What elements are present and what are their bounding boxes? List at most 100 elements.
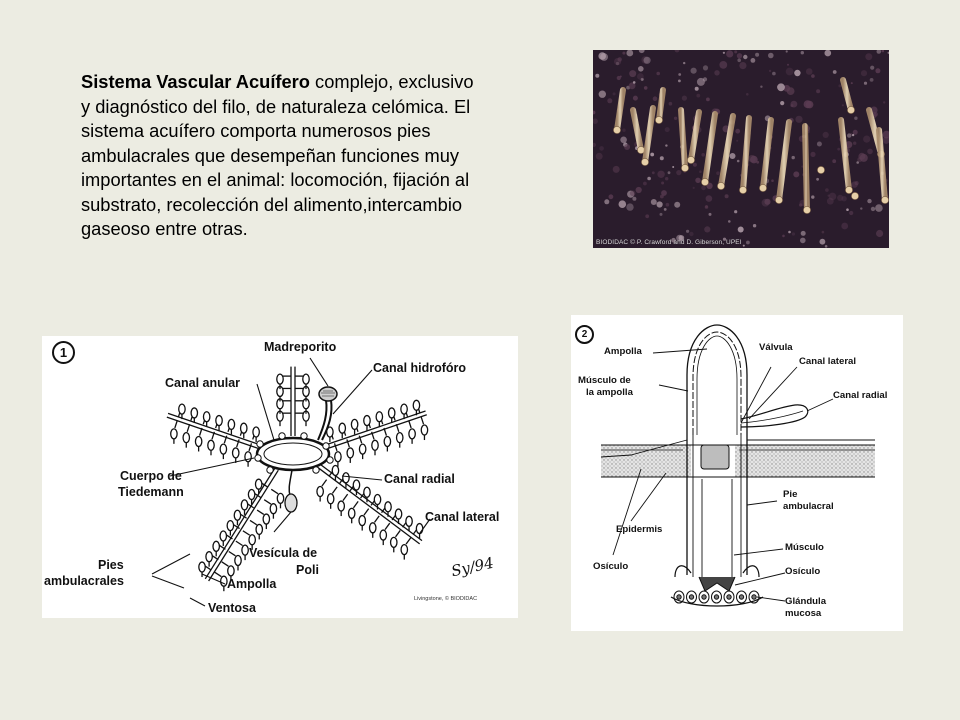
ampulla-shape xyxy=(228,419,234,429)
photo-speckle xyxy=(709,213,712,216)
photo-speckle xyxy=(595,74,599,78)
photo-speckle xyxy=(787,87,795,95)
ampulla-shape xyxy=(380,530,386,540)
ampulla-shape xyxy=(241,500,247,510)
ring-canal-inner xyxy=(264,443,322,465)
photo-speckle xyxy=(875,68,880,73)
photo-speckle xyxy=(665,144,667,146)
photo-speckle xyxy=(604,199,609,204)
mucous-gland-core xyxy=(727,595,731,599)
photo-speckle xyxy=(734,210,737,213)
photo-speckle xyxy=(738,227,744,233)
photo-speckle xyxy=(689,232,693,236)
label-musculo-de: Músculo de xyxy=(578,376,631,386)
lateral-canal-line xyxy=(364,509,369,515)
tiedemann-body xyxy=(257,441,263,447)
description-title: Sistema Vascular Acuífero xyxy=(81,71,310,92)
photo-speckle xyxy=(825,188,829,192)
photo-speckle xyxy=(697,78,705,86)
photo-speckle xyxy=(849,211,853,215)
photo-speckle xyxy=(737,160,740,163)
photo-speckle xyxy=(764,199,770,205)
label-glandula: Glándula xyxy=(785,597,826,607)
ampulla-shape xyxy=(270,504,276,514)
ampulla-shape xyxy=(401,545,407,555)
diagram-2-tube-foot-section: 2 Ampolla Músculo de la ampolla Válvula … xyxy=(571,315,903,631)
photo-speckle xyxy=(678,80,681,83)
photo-speckle xyxy=(751,58,756,63)
label-pies: Pies xyxy=(98,559,124,572)
photo-speckle xyxy=(650,153,654,157)
photo-speckle xyxy=(661,190,667,196)
ampulla-shape xyxy=(199,562,205,572)
lateral-canal-line xyxy=(249,443,251,451)
ampulla-shape xyxy=(277,374,283,384)
photo-speckle xyxy=(793,171,799,177)
ampulla-shape xyxy=(343,473,349,483)
photo-speckle xyxy=(842,104,844,106)
lateral-canal-line xyxy=(175,420,177,428)
photo-speckle xyxy=(860,207,862,209)
tube-foot-tip xyxy=(845,186,852,193)
photo-speckle xyxy=(683,62,685,64)
diagram-1-credit: Livingstone, © BIODIDAC xyxy=(414,596,477,602)
photo-speckle xyxy=(867,199,871,203)
ampulla-shape xyxy=(213,541,219,551)
ampulla-shape xyxy=(348,508,354,518)
ampulla-shape xyxy=(242,545,248,555)
photo-speckle xyxy=(820,239,826,245)
photo-speckle xyxy=(704,226,710,232)
lateral-canal-line xyxy=(222,562,229,566)
ampulla-shape xyxy=(228,566,234,576)
tube-foot-tip xyxy=(817,166,824,173)
photo-speckle xyxy=(637,73,644,80)
photo-speckle xyxy=(792,232,795,235)
photo-speckle xyxy=(619,200,627,208)
ampulla-shape xyxy=(263,514,269,524)
photo-speckle xyxy=(801,231,806,236)
polian-vesicle-stalk xyxy=(289,470,292,496)
lateral-canal-line xyxy=(374,516,379,522)
photo-speckle xyxy=(624,144,630,150)
lateral-canal-line xyxy=(343,494,348,500)
ampulla-shape xyxy=(234,510,240,520)
ampulla-shape xyxy=(327,494,333,504)
photo-speckle xyxy=(726,50,733,57)
label-canal-anular: Canal anular xyxy=(165,377,240,390)
lateral-canal-line xyxy=(187,424,189,432)
tube-foot-tip xyxy=(759,184,766,191)
photo-speckle xyxy=(736,140,738,142)
lateral-canal-line xyxy=(335,443,337,451)
photo-speckle xyxy=(672,166,674,168)
photo-speckle xyxy=(825,50,832,56)
photo-speckle xyxy=(867,149,873,155)
mucous-gland-core xyxy=(677,595,681,599)
lateral-canal-line xyxy=(236,541,243,545)
tube-foot-tip xyxy=(847,106,854,113)
label-ambulacral: ambulacral xyxy=(783,502,834,512)
label-osiculo-right: Osículo xyxy=(785,567,820,577)
ampulla-muscle xyxy=(693,332,741,435)
mucous-gland-core xyxy=(714,595,718,599)
photo-speckle xyxy=(837,148,840,151)
ampulla-shape xyxy=(388,408,394,418)
photo-speckle xyxy=(791,101,798,108)
photo-speckle xyxy=(661,182,664,185)
lateral-canal-line xyxy=(229,551,236,555)
photo-speckle xyxy=(626,203,633,210)
photo-speckle xyxy=(696,94,700,98)
diagram-1-water-vascular-system: 1 Madreporito Canal hidrofóro Canal anul… xyxy=(42,336,518,618)
photo-credit: BIODIDAC © P. Crawford and D. Giberson, … xyxy=(596,239,742,246)
photo-speckle xyxy=(607,98,612,103)
photo-speckle xyxy=(734,50,737,53)
ampulla-shape xyxy=(235,555,241,565)
photo-speckle xyxy=(795,116,802,123)
ampulla-shape xyxy=(374,495,380,505)
photo-speckle xyxy=(743,245,745,247)
photo-speckle xyxy=(841,223,848,230)
photo-speckle xyxy=(816,89,820,93)
photo-speckle xyxy=(800,238,806,244)
mucous-gland-core xyxy=(739,595,743,599)
photo-speckle xyxy=(614,58,621,65)
photo-speckle xyxy=(630,191,636,197)
